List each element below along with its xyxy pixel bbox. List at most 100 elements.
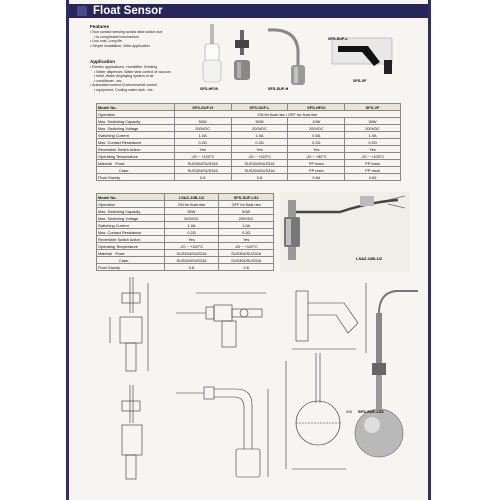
table-row: Max. Contact Resistance 0.2Ω 0.2Ω [96, 228, 274, 236]
table-row: Operating Temperature -20 ~ +120°C -20 ~… [96, 152, 401, 160]
application-heading: Application [90, 59, 116, 64]
table-cell: -20 ~ +120°C [230, 152, 289, 160]
caption-sfs-hf20: SFS-HF20 [200, 87, 218, 91]
table-row: Max. Switching Voltage 200VDC 200VDC 200… [96, 124, 401, 132]
table-cell: SUS304/SUS316 [230, 166, 289, 174]
dimension-label: Ø45 [346, 410, 352, 414]
table-row: Float Gravity 0.8 0.8 [96, 263, 274, 271]
caption-sfs-vf: SFS-VF [353, 79, 367, 83]
table-header-cell: SFS-SUF-H [173, 103, 232, 111]
table-cell: 0.8 [218, 263, 274, 271]
row-label: Operation [96, 200, 165, 208]
title-bar: Float Sensor [69, 4, 428, 18]
table-row: Material Float: SUS304/SUS316 SUS304/SUS… [96, 249, 274, 257]
table-cell: SUS304/SUS316 [218, 256, 274, 264]
table-cell: PP foam [344, 159, 401, 167]
table-row: Max. Switching Capacity 50W 50W 10W 50W [96, 117, 401, 125]
table-cell: 0.84 [287, 173, 346, 181]
table-header-cell: LSAZ-10B-1/2 [163, 193, 220, 201]
float-label: Float: [115, 160, 125, 166]
table-cell: 0.2Ω [287, 138, 346, 146]
drawing-vertical-sensor [109, 277, 149, 372]
row-label: Switching Current [96, 221, 165, 229]
table-cell: 1.0A [230, 131, 289, 139]
table-header-cell: SFS-HF20 [287, 103, 346, 111]
table-header-cell: Model No. [96, 103, 175, 111]
caption-sfs-suf-h: SFS-SUF-H [268, 87, 289, 91]
sfs-suf-ls2-photo: SFS-SUF-LS2 [354, 290, 418, 458]
table-header-cell: Model No. [96, 193, 165, 201]
table-cell: 1.0A [163, 221, 220, 229]
row-label: Max. Switching Capacity [96, 207, 165, 215]
material-label: Material [98, 160, 112, 166]
feature-item: Low cost, Long life [90, 39, 200, 44]
table-row: Case: SUS304/SUS316 SUS304/SUS316 [96, 256, 274, 264]
table-cell: -20 ~ +80°C [287, 152, 346, 160]
caption-lsaz: LSAZ-10B-1/2 [356, 256, 383, 261]
table-cell: Yes [218, 235, 274, 243]
table-cell: SUS304/SUS316 [163, 256, 220, 264]
table-row: Material Float: SUS304/SUS316 SUS304/SUS… [96, 159, 401, 167]
product-photos-top: SFS-SUF-L SFS-HF20 SFS-SUF-H SFS-VF [200, 24, 393, 91]
application-item: equipment, Cooling water tank...etc. [90, 88, 200, 93]
row-label: Case: [96, 166, 175, 174]
row-label: Max. Switching Capacity [96, 117, 175, 125]
table-row: Switching Current 1.0A 1.0A 0.5A 1.0A [96, 131, 401, 139]
technical-drawings: Ø45 SFS-SUF-LS2 [109, 277, 418, 480]
application-item: Electric applications, Humidifier, Drink… [90, 65, 200, 70]
table-cell: 50W [230, 117, 289, 125]
table-cell: SUS304/SUS316 [218, 249, 274, 257]
row-label: Max. Contact Resistance [96, 138, 175, 146]
table-row: Max. Switching Voltage 200VDC 200VDC [96, 214, 274, 222]
left-border [66, 0, 69, 500]
row-label: Operating Temperature [96, 242, 165, 250]
table-cell: -20 ~ +120°C [163, 242, 220, 250]
table-row: Switching Current 1.0A 1.0A [96, 221, 274, 229]
table-cell: SUS304/SUS316 [173, 159, 232, 167]
table-row: Reversible Switch Action Yes Yes [96, 235, 274, 243]
table-cell: Yes [344, 145, 401, 153]
sfs-hf20-photo [202, 24, 222, 83]
row-label: Reversible Switch Action [96, 145, 175, 153]
table-cell: PP foam [287, 159, 346, 167]
table-cell: 200VDC [218, 214, 274, 222]
sfs-suf-l-photo [234, 30, 250, 80]
table-cell: 0.8 [230, 173, 289, 181]
table-row: Operating Temperature -20 ~ +120°C -20 ~… [96, 242, 274, 250]
row-label: Material Float: [96, 249, 165, 257]
row-label: Material Float: [96, 159, 175, 167]
row-label: Operation [96, 110, 175, 118]
application-item: Automated control Environmental control [90, 83, 200, 88]
table-cell: 1.0A [344, 131, 401, 139]
drawing-elbow-sensor [176, 386, 269, 478]
table-cell: 0.2Ω [230, 138, 289, 146]
drawing-sfs-vf [292, 283, 367, 353]
caption-sfs-suf-l: SFS-SUF-L [328, 37, 349, 41]
right-border [428, 0, 431, 500]
material-label: Material [98, 250, 112, 256]
table-cell: Yes [173, 145, 232, 153]
row-label: Float Gravity [96, 173, 175, 181]
table-row: Operation ON for float rise / OFF for fl… [96, 110, 402, 118]
feature-item: Non contact sensing avoids false action … [90, 30, 200, 35]
spec-table-2: Model No. LSAZ-10B-1/2 SFS-SUF-LS2 Opera… [96, 193, 274, 271]
table-cell: Yes [230, 145, 289, 153]
table-cell: ON for float rise [163, 200, 220, 208]
table-cell: PP resin [344, 166, 401, 174]
caption-sfs-suf-ls2: SFS-SUF-LS2 [358, 409, 385, 414]
table-cell: -20 ~ +120°C [173, 152, 232, 160]
drawing-bent-sensor [121, 385, 143, 480]
table-row: Reversible Switch Action Yes Yes Yes Yes [96, 145, 401, 153]
feature-item: Simple installation, Wide application [90, 44, 200, 49]
table-header-row: Model No. LSAZ-10B-1/2 SFS-SUF-LS2 [96, 193, 274, 201]
table-cell: ON for float rise / OFF for float rise [173, 110, 402, 118]
table-row: Case: SUS304/SUS316 SUS304/SUS316 PP res… [96, 166, 401, 174]
table-cell: Yes [287, 145, 346, 153]
float-label: Float: [115, 250, 125, 256]
features-heading: Features [90, 24, 110, 29]
row-label: Float Gravity [96, 263, 165, 271]
table-cell: 200VDC [230, 124, 289, 132]
table-header-cell: SFS-VF [344, 103, 401, 111]
application-item: conditioner...etc. [90, 79, 200, 84]
application-list: Electric applications, Humidifier, Drink… [90, 65, 200, 93]
